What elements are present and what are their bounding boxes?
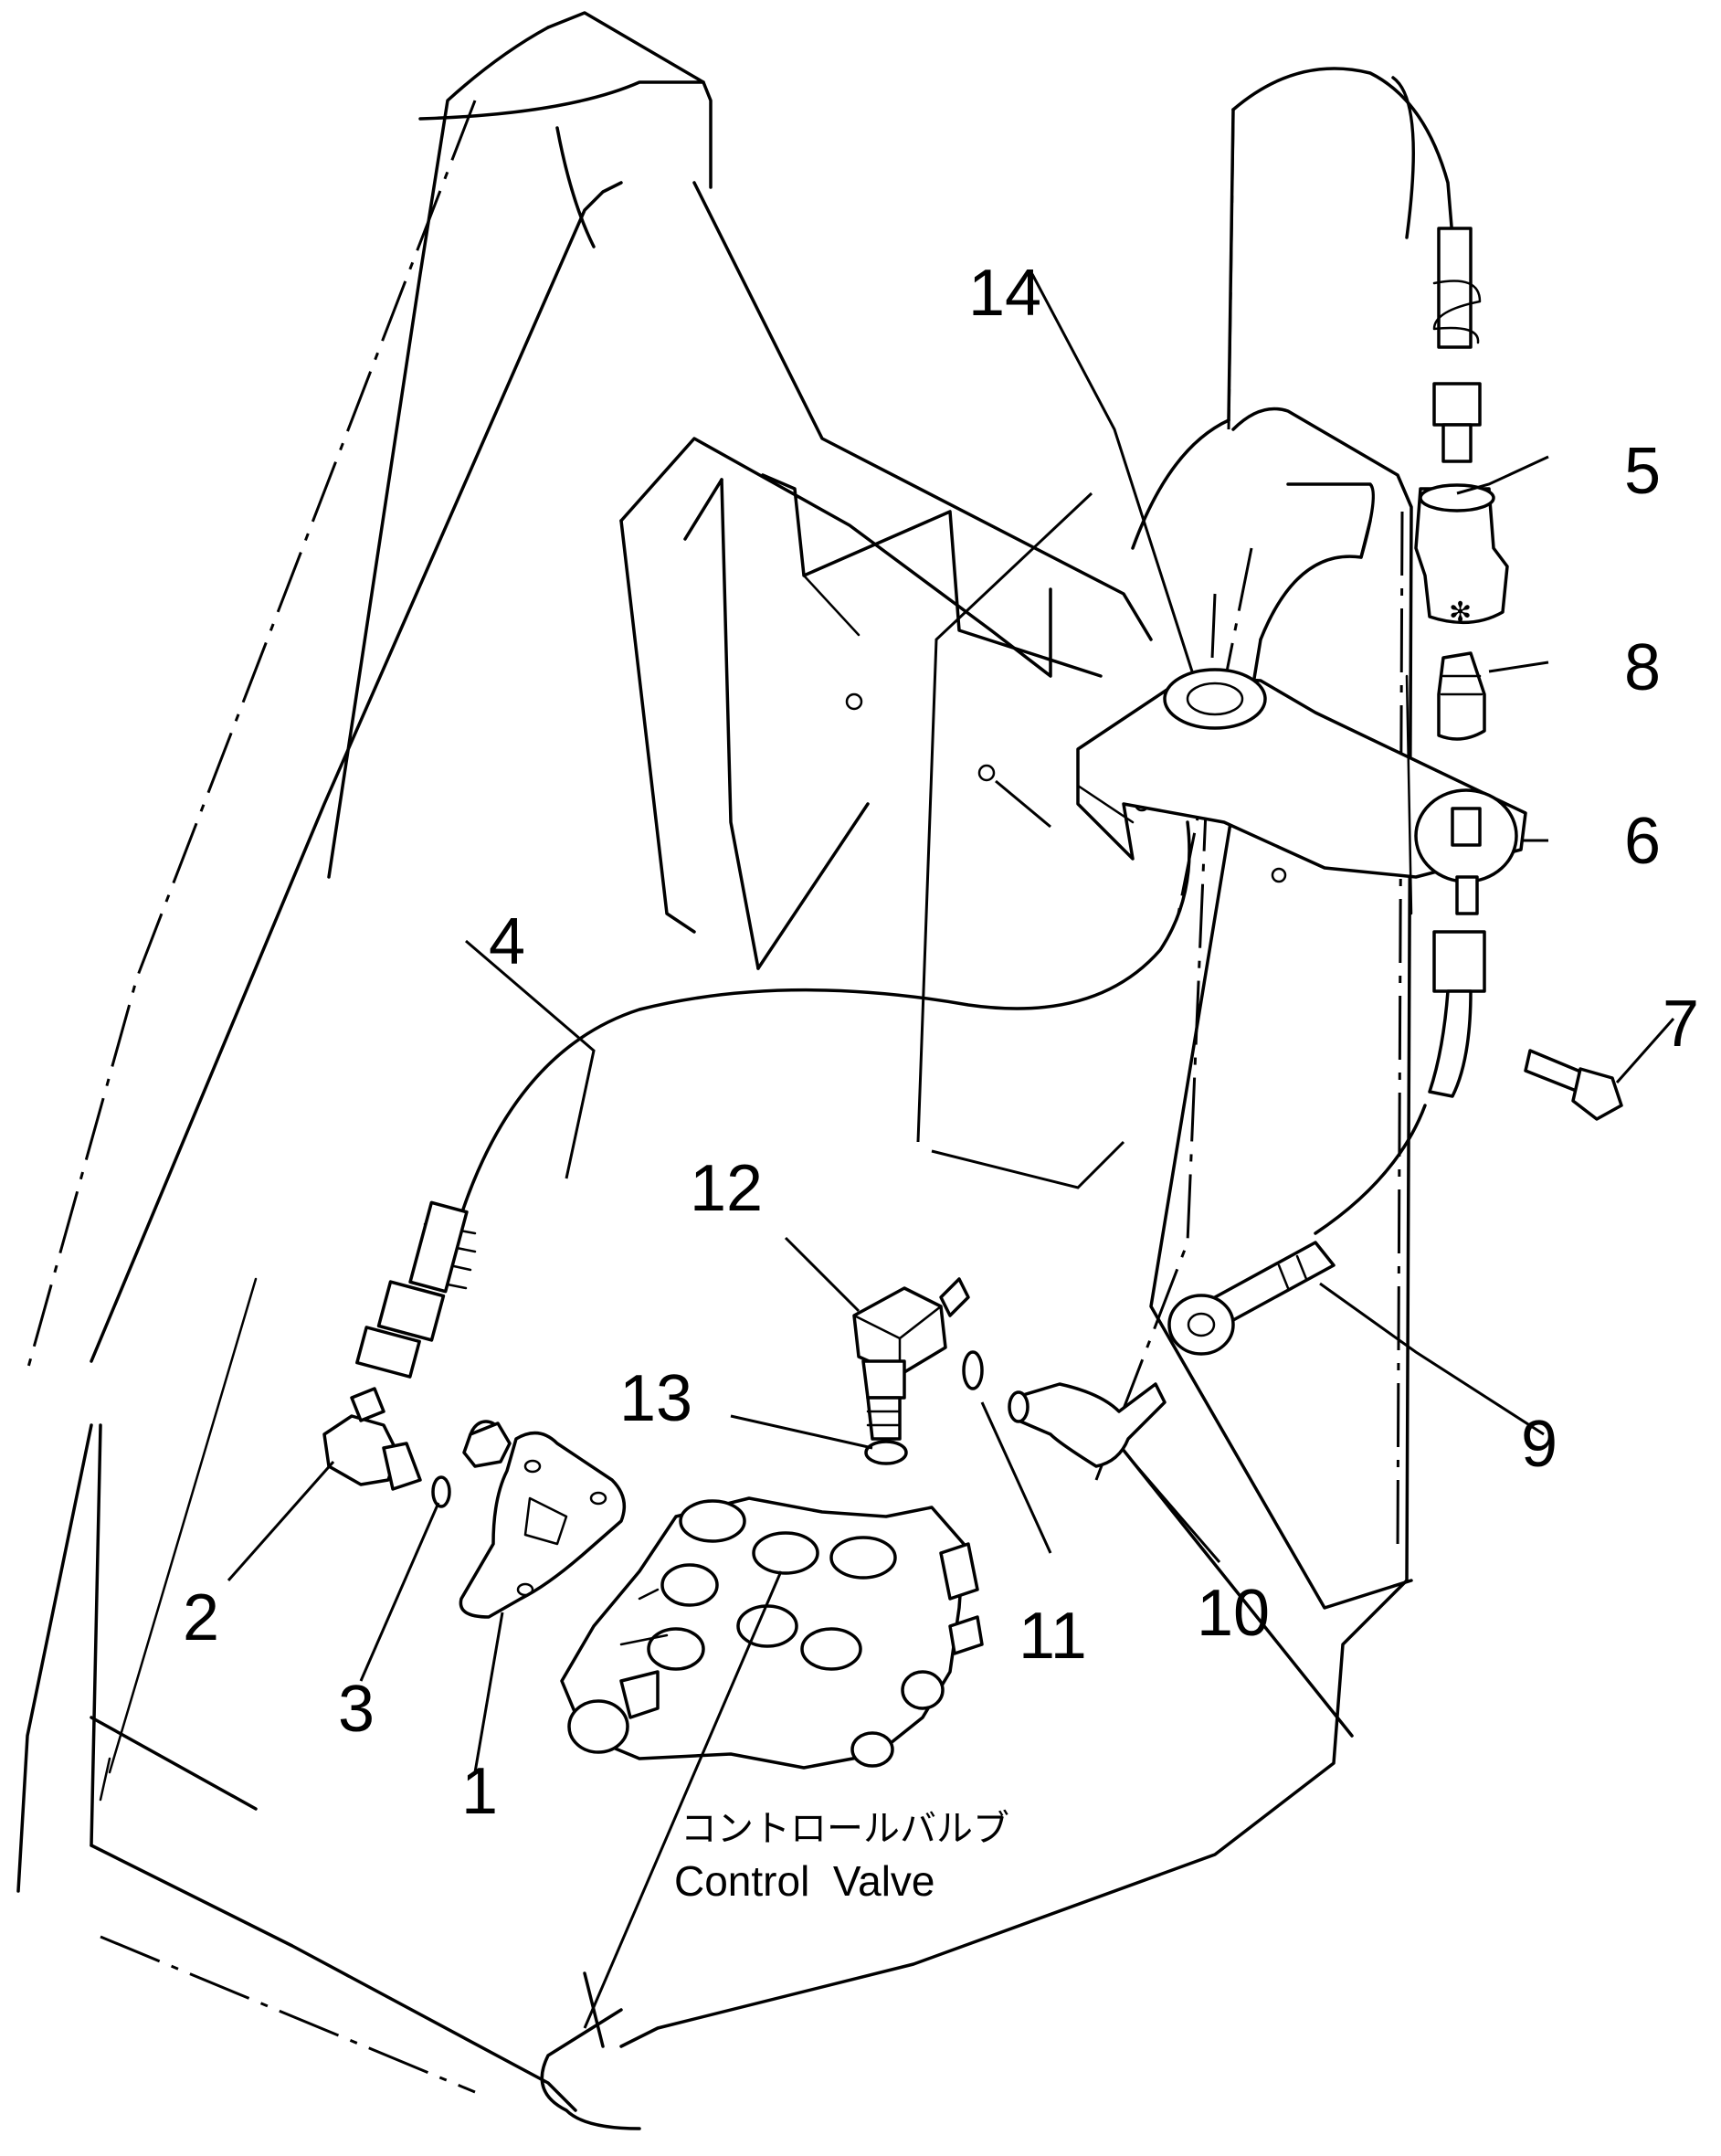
part-13-o-ring [864,1440,908,1465]
hose-lower-right [1314,930,1486,1235]
callout-9: 9 [1521,1408,1557,1481]
part-12-fitting [852,1277,970,1441]
callout-2: 2 [183,1581,219,1654]
leader-lines [227,273,1675,2029]
nut [462,1421,512,1468]
part-9-fitting [1167,1241,1336,1356]
hose-upper-right [1391,76,1482,463]
callout-labels: 14 5 8 6 7 9 10 11 12 13 4 2 3 1 [183,257,1699,1828]
callout-13: 13 [619,1362,692,1435]
control-valve-caption: コントロールバルブ Control Valve [674,1808,1009,1905]
part-6-bracket [1414,788,1518,915]
part-5-coupler: ✻ [1414,483,1509,628]
callout-1: 1 [461,1755,498,1828]
part-10-elbow [1008,1382,1167,1468]
part-7-bolt [1524,1049,1623,1121]
control-valve-body [560,1496,984,1770]
svg-text:✻: ✻ [1449,597,1472,628]
part-8-nipple [1437,651,1486,741]
callout-10: 10 [1197,1577,1270,1650]
callout-6: 6 [1624,805,1661,878]
part-2-fitting [322,1387,422,1491]
callout-7: 7 [1663,988,1699,1061]
callout-8: 8 [1624,631,1661,704]
frame-outline [16,11,1527,2130]
callout-11: 11 [1019,1600,1087,1673]
callout-14: 14 [968,257,1041,330]
caption-japanese: コントロールバルブ [681,1808,1009,1850]
part-11-o-ring [962,1350,984,1390]
callout-4: 4 [489,905,525,978]
callout-3: 3 [338,1673,375,1746]
caption-english: Control Valve [674,1857,935,1905]
part-3-o-ring [431,1475,451,1508]
callout-5: 5 [1624,435,1661,508]
hose-4 [355,820,1191,1379]
callout-12: 12 [690,1152,763,1225]
